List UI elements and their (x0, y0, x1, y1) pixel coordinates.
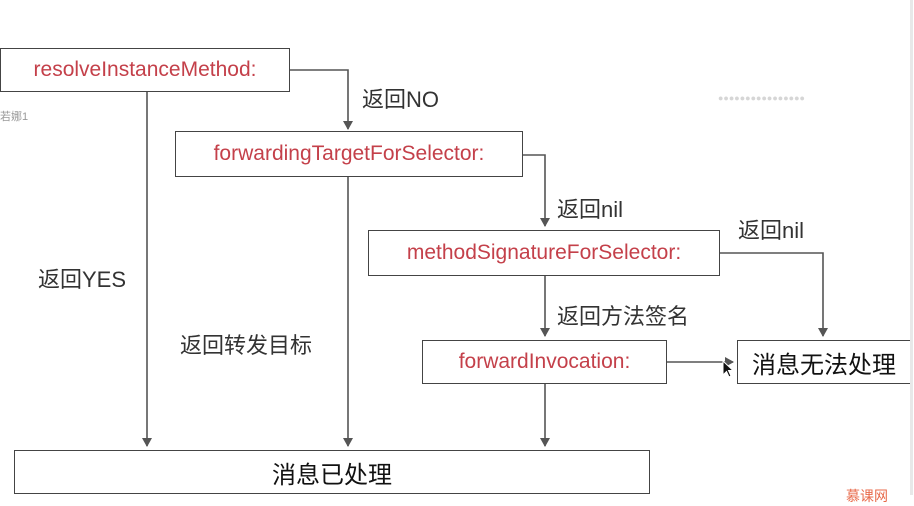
node-resolve-instance-method: resolveInstanceMethod: (0, 48, 290, 92)
node-forwarding-target-for-selector: forwardingTargetForSelector: (175, 131, 523, 177)
edge-forwarding-to-signature (522, 154, 550, 227)
node-message-handled: 消息已处理 (14, 450, 650, 494)
label-return-nil-forwarding: 返回nil (557, 197, 624, 222)
label-return-no: 返回NO (362, 87, 440, 112)
node-forward-invocation: forwardInvocation: (422, 340, 667, 384)
right-edge-border (910, 0, 913, 495)
label-return-method-signature: 返回方法签名 (557, 304, 690, 329)
label-return-forward-target: 返回转发目标 (180, 333, 313, 358)
watermark-faint-id: ●●●●●●●●●●●●●●●● (718, 93, 805, 103)
watermark-left: 若娜1 (0, 111, 29, 123)
edge-signature-to-cannot-handle (719, 252, 828, 337)
node-method-signature-for-selector: methodSignatureForSelector: (368, 230, 720, 276)
label-return-nil-signature: 返回nil (738, 218, 805, 243)
node-message-cannot-be-handled: 消息无法处理 (737, 340, 911, 384)
label-return-yes: 返回YES (38, 267, 127, 292)
mouse-cursor-icon (722, 360, 734, 378)
edge-resolve-to-forwarding (289, 69, 353, 130)
watermark-logo: 慕课网 (846, 488, 888, 504)
flow-connectors (142, 69, 828, 447)
